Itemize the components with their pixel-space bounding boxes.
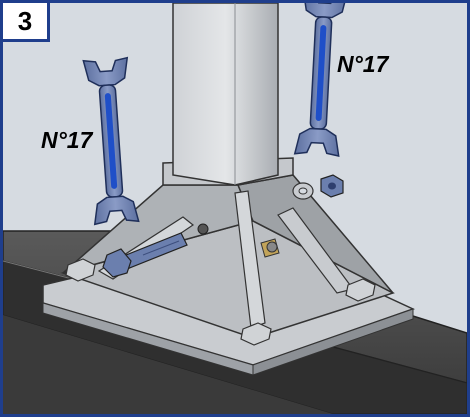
assembly-illustration [3,3,467,414]
square-post [172,3,279,186]
hex-nut-icon [320,174,344,198]
open-end-wrench-icon [293,3,349,158]
plate-nut-front [240,322,272,346]
step-number: 3 [3,3,50,42]
open-end-wrench-icon [82,56,140,226]
bolt-icon [102,232,188,278]
washer-icon [292,182,314,200]
right-wrench-size-label: N°17 [337,51,389,77]
left-wrench-size-label: N°17 [41,127,93,153]
plate-nut-right [345,278,376,302]
threaded-stud [260,238,280,258]
plate-nut-left [65,258,96,282]
